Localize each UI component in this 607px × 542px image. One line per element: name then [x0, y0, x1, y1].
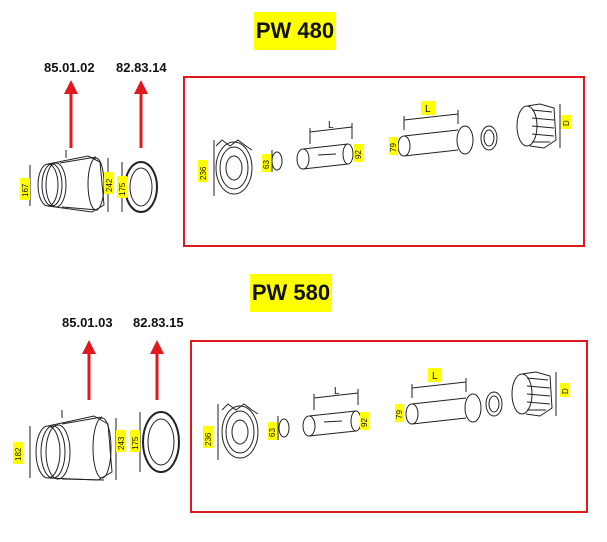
- svg-text:79: 79: [395, 410, 404, 419]
- part-number-adapter-1: 85.01.02: [44, 60, 95, 75]
- model-title-pw480: PW 480: [254, 12, 336, 50]
- svg-text:92: 92: [360, 418, 369, 427]
- svg-text:243: 243: [117, 436, 126, 450]
- arrow-adapter-1: [64, 80, 78, 148]
- kit-frame-pw580: [190, 340, 588, 513]
- arrow-adapter-2: [82, 340, 96, 400]
- svg-text:236: 236: [204, 432, 213, 446]
- svg-text:182: 182: [14, 447, 23, 461]
- arrow-ring-2: [150, 340, 164, 400]
- dim-tag-len-b-1: L: [421, 101, 435, 115]
- svg-text:236: 236: [199, 166, 208, 180]
- svg-text:175: 175: [118, 182, 127, 196]
- part-number-ring-2: 82.83.15: [133, 315, 184, 330]
- svg-text:63: 63: [268, 428, 277, 437]
- dim-tag-ring-2: 175: [130, 430, 140, 452]
- dim-tag-adapter-d2-1: 242: [104, 172, 114, 194]
- dim-tag-hub-1: 236: [198, 160, 208, 182]
- svg-text:92: 92: [354, 150, 363, 159]
- part-number-ring-1: 82.83.14: [116, 60, 167, 75]
- dim-tag-guard-2: D: [560, 383, 570, 397]
- kit-drawing-1: [213, 103, 561, 196]
- svg-text:L: L: [432, 371, 438, 382]
- dim-tag-ring-1: 175: [117, 176, 127, 198]
- kit-frame-pw480: [183, 76, 585, 247]
- part-number-adapter-2: 85.01.03: [62, 315, 113, 330]
- dim-tag-len-a-1: L: [328, 120, 334, 131]
- svg-text:L: L: [328, 120, 334, 131]
- dim-tag-len-b-2: L: [428, 368, 442, 382]
- svg-text:79: 79: [389, 143, 398, 152]
- svg-text:D: D: [561, 388, 570, 394]
- dim-tag-adapter-d2-2: 243: [116, 430, 126, 452]
- arrow-ring-1: [134, 80, 148, 148]
- kit-drawing-2: [217, 371, 557, 460]
- model-title-pw580: PW 580: [250, 274, 332, 312]
- dim-tag-small-1: 63: [262, 154, 271, 172]
- svg-text:167: 167: [21, 183, 30, 197]
- dim-tag-tube1-2: 92: [360, 412, 369, 430]
- dim-tag-tube1-1: 92: [354, 144, 363, 162]
- dim-tag-adapter-d1-2: 182: [13, 442, 23, 464]
- dim-tag-small-2: 63: [268, 422, 277, 440]
- svg-text:D: D: [562, 120, 571, 126]
- dim-tag-tube2-2: 79: [395, 404, 404, 422]
- adapter-drawing-1: [29, 150, 158, 213]
- dim-tag-adapter-d1-1: 167: [20, 178, 30, 200]
- svg-text:242: 242: [105, 178, 114, 192]
- adapter-drawing-2: [29, 410, 180, 481]
- svg-text:L: L: [334, 386, 340, 397]
- dim-tag-hub-2: 236: [203, 426, 213, 448]
- dim-tag-len-a-2: L: [334, 386, 340, 397]
- svg-text:175: 175: [131, 436, 140, 450]
- dim-tag-tube2-1: 79: [389, 137, 398, 155]
- svg-text:L: L: [425, 104, 431, 115]
- svg-text:63: 63: [262, 160, 271, 169]
- dim-tag-guard-1: D: [561, 115, 571, 129]
